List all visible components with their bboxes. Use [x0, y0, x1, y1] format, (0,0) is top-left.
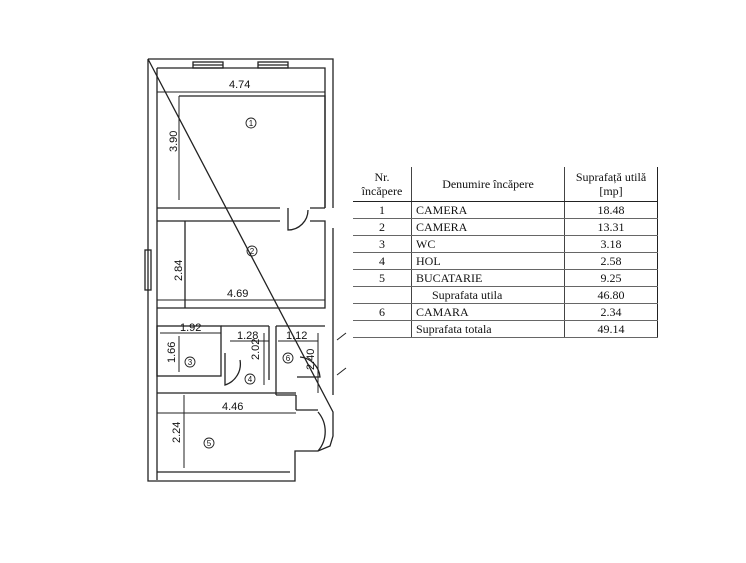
dim-r4-width: 1.28 [237, 330, 258, 342]
dim-r6-height: 2.40 [305, 349, 317, 370]
dim-r4-height: 2.02 [250, 339, 262, 360]
table-row: 1 CAMERA 18.48 [353, 201, 658, 219]
table-row: 4 HOL 2.58 [353, 252, 658, 270]
row-nr: 6 [353, 303, 412, 321]
row-name: WC [411, 235, 565, 253]
subtotal-area: 46.80 [564, 286, 658, 304]
total-label: Suprafata totala [411, 320, 565, 338]
row-nr: 2 [353, 218, 412, 236]
header-nr: Nr. încăpere [353, 167, 412, 202]
window [144, 249, 152, 291]
room-marker-3 [184, 356, 196, 368]
row-name: CAMERA [411, 218, 565, 236]
row-nr: 5 [353, 269, 412, 287]
room-marker-3-label: 3 [188, 358, 193, 367]
row-nr: 1 [353, 201, 412, 219]
table-header: Nr. încăpere Denumire încăpere Suprafață… [353, 167, 658, 202]
room-marker-4-label: 4 [248, 375, 253, 384]
room-marker-2-label: 2 [250, 247, 255, 256]
room-3-outline [156, 325, 222, 377]
door-arc [224, 353, 242, 386]
dim-r1-width: 4.74 [229, 79, 250, 91]
room-marker-5-label: 5 [207, 439, 212, 448]
table-row: 3 WC 3.18 [353, 235, 658, 253]
dim-r6-width: 1.12 [286, 330, 307, 342]
door-arc [287, 208, 309, 231]
row-nr: 4 [353, 252, 412, 270]
dim-r1-height: 3.90 [168, 131, 180, 152]
room-marker-1 [245, 117, 257, 129]
room-1-outline [157, 95, 326, 209]
dim-r2-height: 2.84 [173, 260, 185, 281]
row-nr: 3 [353, 235, 412, 253]
room-marker-4 [244, 373, 256, 385]
room-marker-1-label: 1 [249, 119, 254, 128]
dim-r5-height: 2.24 [171, 422, 183, 443]
row-name: CAMARA [411, 303, 565, 321]
door-arc [297, 356, 321, 378]
subtotal-row: Suprafata utila 46.80 [353, 286, 658, 304]
row-name: BUCATARIE [411, 269, 565, 287]
table-row: 5 BUCATARIE 9.25 [353, 269, 658, 287]
row-area: 9.25 [564, 269, 658, 287]
room-5-outline [157, 392, 296, 473]
header-area: Suprafață utilă [mp] [564, 167, 658, 202]
total-area: 49.14 [564, 320, 658, 338]
outer-wall [147, 58, 334, 482]
dim-r5-width: 4.46 [222, 401, 243, 413]
table-row: 2 CAMERA 13.31 [353, 218, 658, 236]
row-area: 18.48 [564, 201, 658, 219]
dim-r2-width: 4.69 [227, 288, 248, 300]
row-name: HOL [411, 252, 565, 270]
room-area-table: Nr. încăpere Denumire încăpere Suprafață… [353, 167, 658, 338]
room-marker-2 [246, 245, 258, 257]
row-area: 3.18 [564, 235, 658, 253]
row-area: 2.58 [564, 252, 658, 270]
dim-r3-height: 1.66 [166, 342, 178, 363]
subtotal-label: Suprafata utila [411, 286, 565, 304]
row-area: 13.31 [564, 218, 658, 236]
table-row: 6 CAMARA 2.34 [353, 303, 658, 321]
room-2-outline [157, 220, 326, 309]
header-name: Denumire încăpere [411, 167, 565, 202]
total-row: Suprafata totala 49.14 [353, 320, 658, 338]
room-marker-6-label: 6 [286, 354, 291, 363]
dim-r3-width: 1.92 [180, 322, 201, 334]
room-marker-6 [282, 352, 294, 364]
row-name: CAMERA [411, 201, 565, 219]
door-arc [317, 411, 326, 452]
row-area: 2.34 [564, 303, 658, 321]
room-marker-5 [203, 437, 215, 449]
